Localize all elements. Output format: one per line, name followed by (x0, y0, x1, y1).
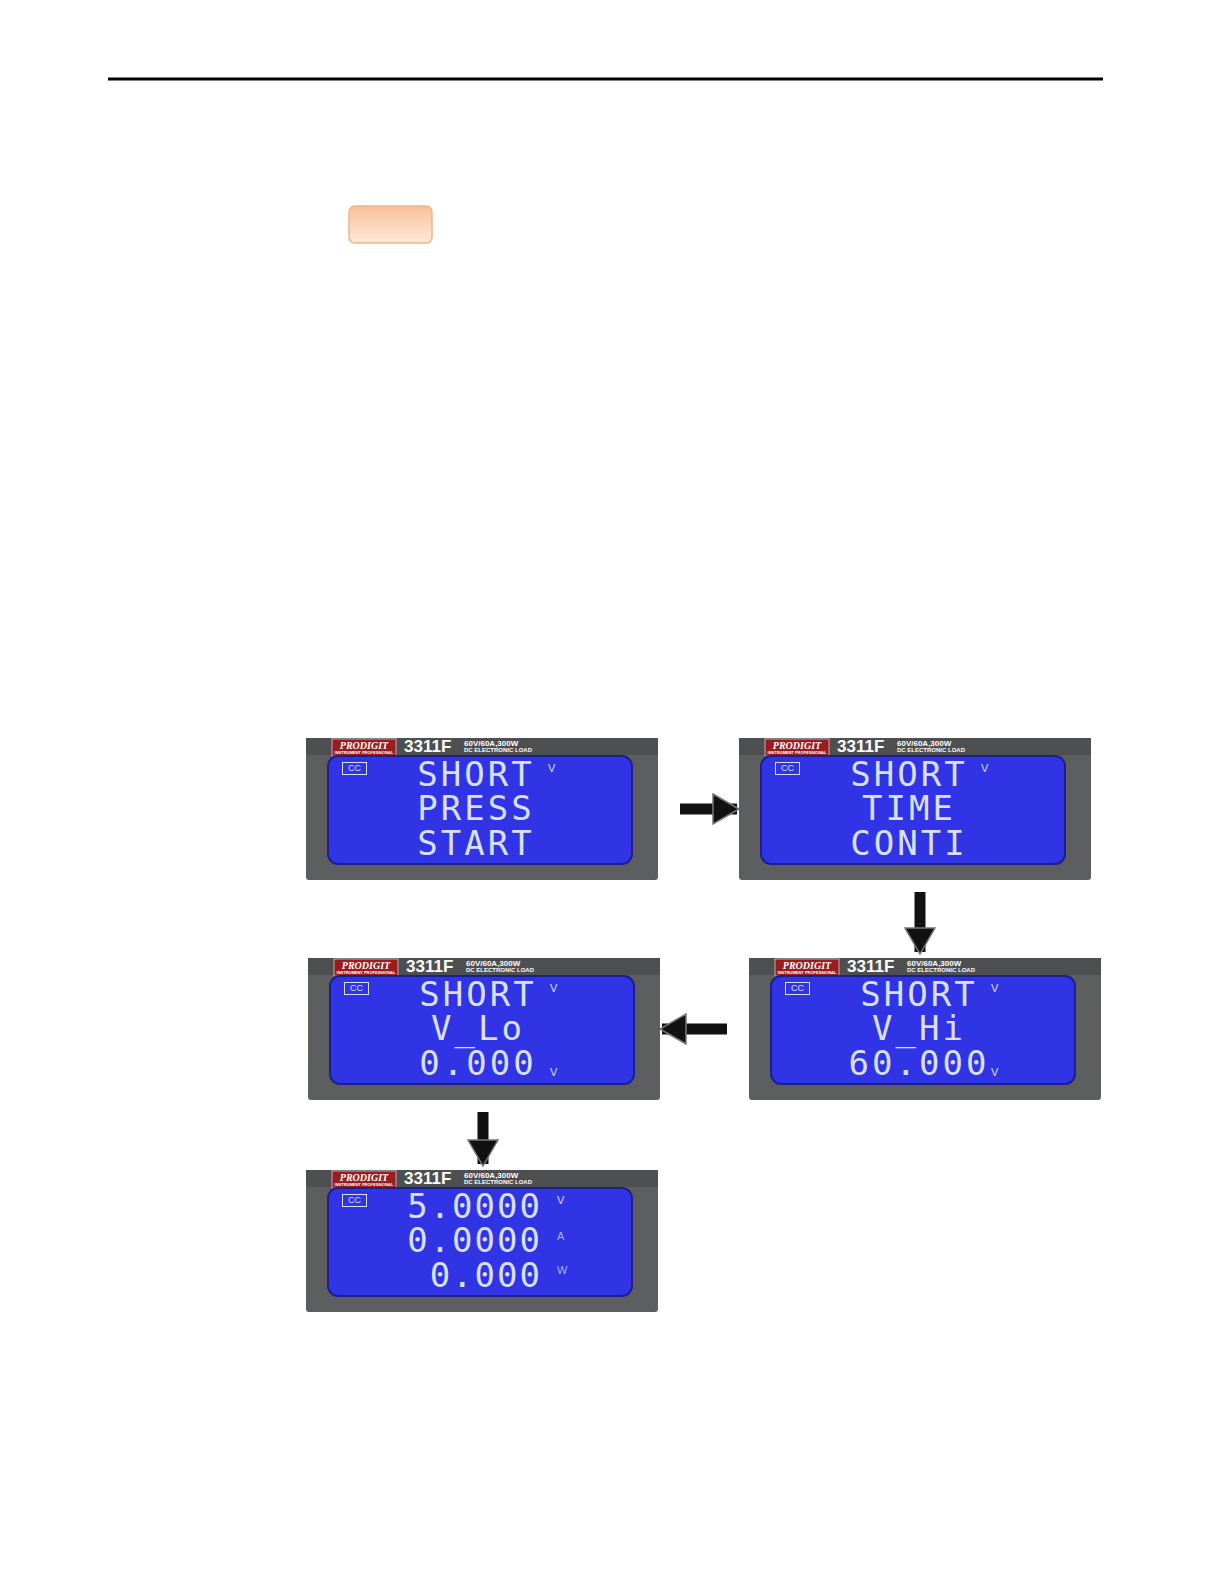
screen-brand: PRODIGIT (333, 1172, 395, 1183)
screen-f2: 0.0000 (306, 1223, 542, 1257)
lcd-screen: PRODIGITINSTRUMENT PROFESSIONAL 3311F 60V/… (308, 958, 660, 1100)
lcd-screen: PRODIGITINSTRUMENT PROFESSIONAL 3311F 60V/… (306, 1170, 658, 1312)
screen-l1: SHORT (306, 757, 646, 791)
flow-arrow (478, 1112, 489, 1164)
key-button (349, 206, 432, 243)
screen-l1: SHORT (749, 977, 1089, 1011)
screen-u1: V (991, 982, 998, 994)
screen-spec: 60V/60A,300W (897, 739, 951, 748)
screen-l2: V_Hi (749, 1011, 1089, 1045)
screen-brand: PRODIGIT (335, 960, 397, 971)
screen-l3: START (306, 826, 646, 860)
screen-mode: CC (342, 1194, 367, 1207)
screen-brand: PRODIGIT (766, 740, 828, 751)
screen-brand: PRODIGIT (776, 960, 838, 971)
screen-u3: V (550, 1066, 557, 1078)
screen-brandsub: INSTRUMENT PROFESSIONAL (776, 970, 838, 975)
screen-fu3: W (557, 1264, 567, 1276)
screen-l3: 60.000 (749, 1046, 1089, 1080)
screen-model: 3311F (406, 958, 453, 976)
screen-l2: TIME (739, 791, 1079, 825)
screen-l3: CONTI (739, 826, 1079, 860)
screen-fu1: V (557, 1194, 564, 1206)
screen-model: 3311F (404, 738, 451, 756)
lcd-screen: PRODIGITINSTRUMENT PROFESSIONAL 3311F 60V/… (306, 738, 658, 880)
screen-l3: 0.000 (308, 1046, 648, 1080)
flow-arrow (680, 804, 737, 815)
flow-arrow (915, 892, 926, 952)
flow-arrow (662, 1024, 727, 1035)
screen-mode: CC (342, 762, 367, 775)
screen-u1: V (981, 762, 988, 774)
screen-model: 3311F (404, 1170, 451, 1188)
screen-brandsub: INSTRUMENT PROFESSIONAL (335, 970, 397, 975)
screen-l1: SHORT (308, 977, 648, 1011)
screen-spec2: DC ELECTRONIC LOAD (907, 967, 975, 974)
screen-fu2: A (557, 1230, 564, 1242)
screen-brandsub: INSTRUMENT PROFESSIONAL (333, 1182, 395, 1187)
lcd-screen: PRODIGITINSTRUMENT PROFESSIONAL 3311F 60V/… (739, 738, 1091, 880)
screen-l2: PRESS (306, 791, 646, 825)
screen-spec: 60V/60A,300W (464, 739, 518, 748)
screen-mode: CC (775, 762, 800, 775)
screen-model: 3311F (837, 738, 884, 756)
header-rule (108, 78, 1103, 81)
screen-spec2: DC ELECTRONIC LOAD (897, 747, 965, 754)
screen-l1: SHORT (739, 757, 1079, 791)
lcd-screen: PRODIGITINSTRUMENT PROFESSIONAL 3311F 60V/… (749, 958, 1101, 1100)
screen-u1: V (548, 762, 555, 774)
screen-model: 3311F (847, 958, 894, 976)
screen-spec: 60V/60A,300W (907, 959, 961, 968)
screen-brandsub: INSTRUMENT PROFESSIONAL (333, 750, 395, 755)
screen-f3: 0.000 (306, 1258, 542, 1292)
screen-mode: CC (344, 982, 369, 995)
screen-u3: V (991, 1066, 998, 1078)
screen-spec: 60V/60A,300W (464, 1171, 518, 1180)
screen-f1: 5.0000 (306, 1189, 542, 1223)
screen-brand: PRODIGIT (333, 740, 395, 751)
screen-spec2: DC ELECTRONIC LOAD (464, 747, 532, 754)
screen-mode: CC (785, 982, 810, 995)
screen-l2: V_Lo (308, 1011, 648, 1045)
screen-brandsub: INSTRUMENT PROFESSIONAL (766, 750, 828, 755)
screen-spec2: DC ELECTRONIC LOAD (464, 1179, 532, 1186)
screen-spec: 60V/60A,300W (466, 959, 520, 968)
screen-u1: V (550, 982, 557, 994)
screen-spec2: DC ELECTRONIC LOAD (466, 967, 534, 974)
